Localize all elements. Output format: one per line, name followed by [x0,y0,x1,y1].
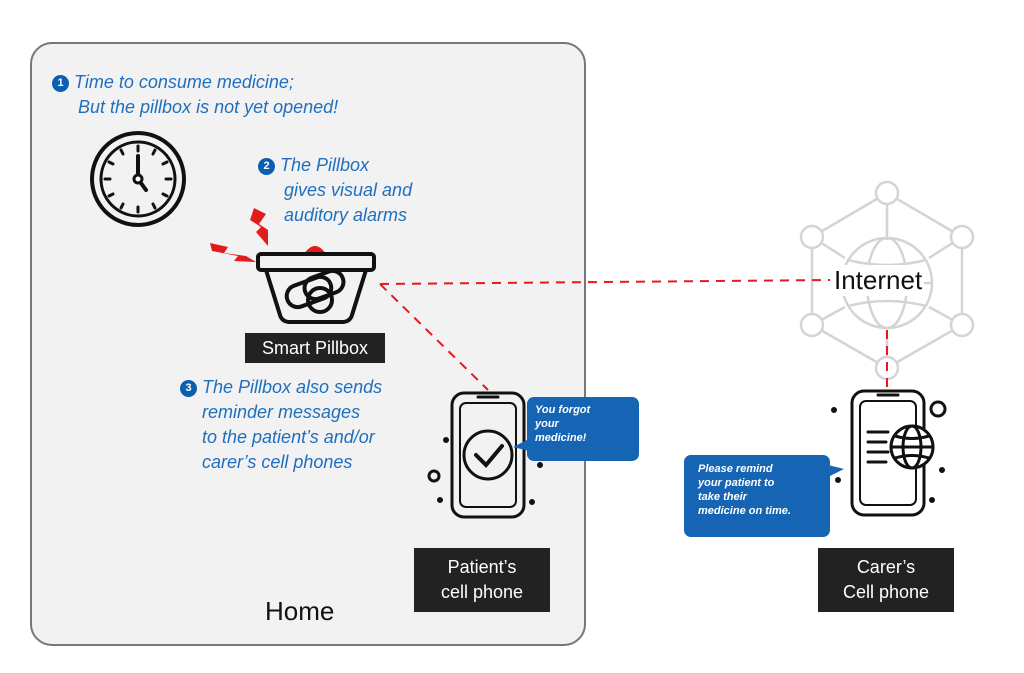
globe-network-icon [799,180,975,381]
step-2-line-3: auditory alarms [284,205,408,225]
smartphone-check-icon [427,391,543,519]
patient-message-line-2: your [535,418,559,430]
patient-phone-label-line-2: cell phone [440,582,524,602]
carer-message-line-2: your patient to [698,477,775,489]
step-3-badge: 3 [180,380,197,397]
patient-message-bubble: You forgot your medicine! [513,397,639,461]
step-3-line-4: carer’s cell phones [202,452,353,472]
patient-message-line-3: medicine! [535,432,587,444]
step-3-line-3: to the patient’s and/or [202,427,375,447]
carer-message-line-1: Please remind [698,463,773,475]
carer-message-line-4: medicine on time. [698,505,791,517]
clock-icon [90,131,186,227]
smartphone-globe-icon [831,389,947,517]
step-2-line-1: The Pillbox [280,155,370,175]
step-2-badge: 2 [258,158,275,175]
carer-phone-label: Carer’s Cell phone [818,548,954,612]
pillbox-label: Smart Pillbox [245,333,385,363]
step-2-line-2: gives visual and [284,180,413,200]
step-1-badge: 1 [52,75,69,92]
step-2-text: 2 The Pillbox gives visual and auditory a… [258,153,412,228]
patient-phone-label: Patient’s cell phone [414,548,550,612]
step-3-text: 3 The Pillbox also sends reminder message… [180,375,382,475]
step-3-line-2: reminder messages [202,402,361,422]
carer-message-line-3: take their [698,491,747,503]
home-label: Home [265,596,335,626]
connector-lines [379,279,888,392]
carer-message-bubble: Please remind your patient to take their… [684,455,844,537]
step-1-line-1: Time to consume medicine; [74,72,294,92]
step-3-line-1: The Pillbox also sends [202,377,383,397]
carer-phone-label-line-2: Cell phone [842,582,930,602]
carer-phone-label-line-1: Carer’s [856,557,916,577]
patient-phone-label-line-1: Patient’s [447,557,517,577]
step-1-text: 1 Time to consume medicine; But the pillb… [52,70,338,120]
patient-message-line-1: You forgot [535,404,591,416]
internet-label: Internet [832,265,925,296]
step-1-line-2: But the pillbox is not yet opened! [78,97,339,117]
pillbox-icon [256,252,376,324]
